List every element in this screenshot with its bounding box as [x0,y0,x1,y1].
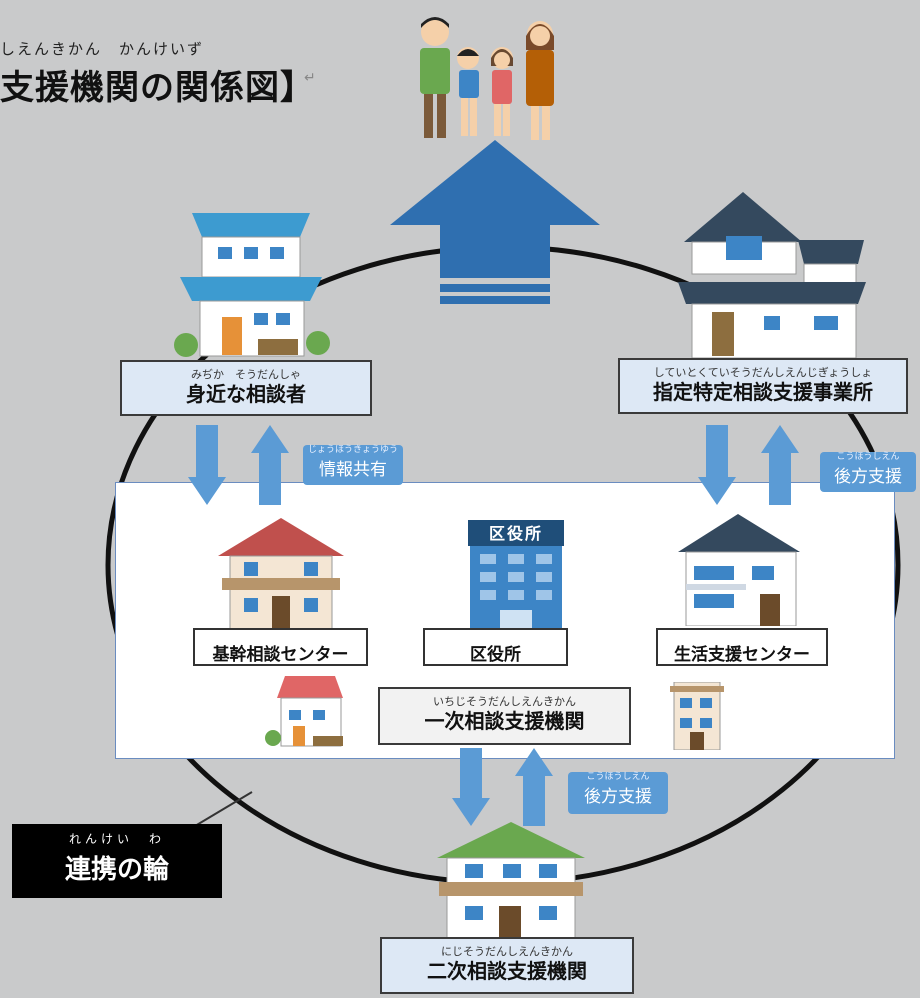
backup-support-ruby-right: こうほうしえん [836,452,900,462]
return-mark: ↵ [304,70,316,86]
house-blue-icon [174,213,330,357]
designated-arrows [698,425,799,505]
primary-agency-label: いちじそうだんしえんきかん 一次相談支援機関 [378,687,631,745]
familiar-consultant-text: 身近な相談者 [186,382,306,406]
up-arrow-icon [761,425,799,505]
designated-office-ruby: していとくていそうだんしえんじぎょうしょ [653,366,873,379]
info-share-text: 情報共有 [319,460,387,480]
house-navy-icon [678,192,866,359]
big-up-arrow-icon [390,140,600,304]
info-share-ruby: じょうほうきょうゆう [307,445,398,455]
ward-office-text: 区役所 [470,645,521,665]
life-support-center-label: 生活支援センター [656,628,828,666]
designated-office-text: 指定特定相談支援事業所 [653,380,873,404]
info-share-tag: じょうほうきょうゆう 情報共有 [303,445,403,485]
family-icon [420,17,554,140]
up-arrow-icon [251,425,289,505]
primary-agency-ruby: いちじそうだんしえんきかん [433,695,576,708]
life-support-center-text: 生活支援センター [674,645,810,665]
core-center-label: 基幹相談センター [193,628,368,666]
familiar-arrows [188,425,289,505]
backup-support-tag-bottom: こうほうしえん 後方支援 [568,772,668,814]
core-center-text: 基幹相談センター [212,645,349,665]
collaboration-ring-ruby: れんけい わ [68,832,165,846]
house-small-red-icon [265,676,343,747]
down-arrow-icon [698,425,736,505]
title-ruby: しえんきかん かんけいず [0,40,205,58]
familiar-consultant-label: みぢか そうだんしゃ 身近な相談者 [120,360,372,416]
familiar-consultant-ruby: みぢか そうだんしゃ [191,368,301,381]
house-slate-roof-icon [678,514,800,626]
backup-support-text-bottom: 後方支援 [584,787,652,807]
house-red-roof-icon [218,518,344,630]
backup-support-ruby-bottom: こうほうしえん [586,772,650,782]
ward-office-sign: 区役所 [488,524,543,543]
collaboration-ring-text: 連携の輪 [64,855,169,885]
page-title: 支援機関の関係図】 [0,68,315,108]
ward-office-label: 区役所 [423,628,568,666]
down-arrow-icon [452,748,490,826]
secondary-agency-text: 二次相談支援機関 [427,959,587,983]
primary-agency-text: 一次相談支援機関 [424,709,585,733]
secondary-agency-label: にじそうだんしえんきかん 二次相談支援機関 [380,937,634,994]
ward-office-building-icon [468,520,564,632]
backup-support-tag-right: こうほうしえん 後方支援 [820,452,916,492]
up-arrow-icon [515,748,553,826]
designated-office-label: していとくていそうだんしえんじぎょうしょ 指定特定相談支援事業所 [618,358,908,414]
backup-support-text-right: 後方支援 [834,467,902,487]
collaboration-ring-label: れんけい わ 連携の輪 [12,824,222,898]
secondary-arrows [452,748,553,826]
secondary-agency-ruby: にじそうだんしえんきかん [441,945,573,958]
down-arrow-icon [188,425,226,505]
apartment-small-icon [670,682,724,750]
house-green-roof-icon [437,822,585,940]
